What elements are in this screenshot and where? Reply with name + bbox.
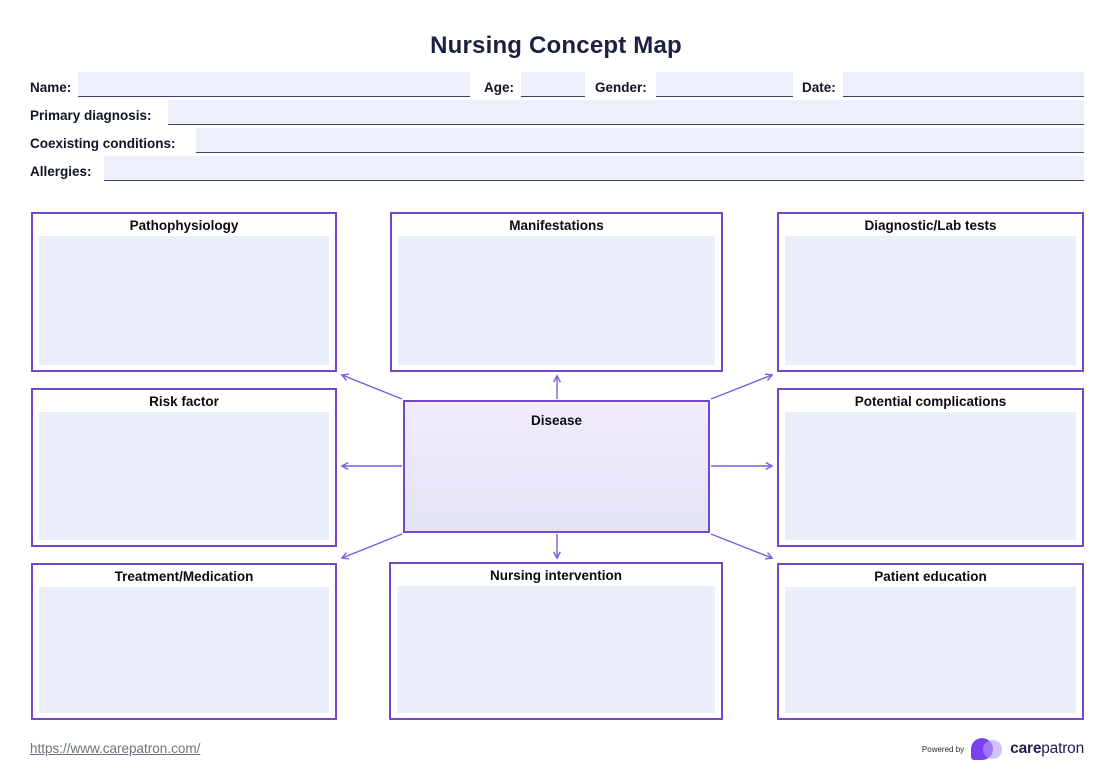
name-label: Name: [30,80,72,95]
node-potential-complications: Potential complications [777,388,1084,547]
node-risk-factor: Risk factor [31,388,337,547]
node-patient-education: Patient education [777,563,1084,720]
arrow-disease-to-pathophysiology [342,375,403,400]
coexisting-conditions-input[interactable] [196,128,1084,153]
allergies-input[interactable] [104,156,1084,181]
allergies-label: Allergies: [30,164,92,179]
gender-input[interactable] [656,72,793,97]
wordmark-patron: patron [1041,740,1084,757]
node-patient-education-title: Patient education [874,569,987,584]
node-risk-factor-title: Risk factor [149,394,219,409]
primary-diagnosis-input[interactable] [168,100,1084,125]
wordmark-care: care [1010,740,1042,757]
node-risk-factor-content[interactable] [39,412,329,540]
powered-by-label: Powered by [921,744,965,754]
node-manifestations-content[interactable] [398,236,715,365]
page-title: Nursing Concept Map [430,32,682,59]
carepatron-link[interactable]: https://www.carepatron.com/ [30,741,201,756]
node-treatment-medication-title: Treatment/Medication [114,569,254,584]
powered-by-carepatron: Powered by carepatron [922,737,1084,761]
node-diagnostic-lab-tests: Diagnostic/Lab tests [777,212,1084,372]
carepatron-logo-icon [971,737,1003,761]
name-input[interactable] [78,72,470,97]
logo-circle-shape [983,740,1003,759]
node-nursing-intervention: Nursing intervention [389,562,723,720]
node-manifestations-title: Manifestations [509,218,604,233]
gender-label: Gender: [595,80,647,95]
age-input[interactable] [521,72,585,97]
node-manifestations: Manifestations [390,212,723,372]
node-nursing-intervention-content[interactable] [397,586,715,713]
node-potential-complications-content[interactable] [785,412,1076,540]
age-label: Age: [484,80,514,95]
arrow-disease-to-treatment-medication [342,533,403,558]
carepatron-wordmark: carepatron [1010,740,1084,758]
node-disease-title: Disease [530,413,583,428]
arrow-disease-to-patient-education [710,533,772,558]
date-input[interactable] [843,72,1084,97]
date-label: Date: [802,80,836,95]
primary-diagnosis-label: Primary diagnosis: [30,108,152,123]
node-disease[interactable]: Disease [403,400,710,533]
coexisting-conditions-label: Coexisting conditions: [30,136,176,151]
node-pathophysiology: Pathophysiology [31,212,337,372]
node-pathophysiology-content[interactable] [39,236,329,365]
node-potential-complications-title: Potential complications [854,394,1007,409]
arrow-disease-to-diagnostic-lab-tests [710,375,772,400]
node-treatment-medication: Treatment/Medication [31,563,337,720]
node-diagnostic-lab-tests-content[interactable] [785,236,1076,365]
node-pathophysiology-title: Pathophysiology [129,218,239,233]
node-nursing-intervention-title: Nursing intervention [489,568,622,583]
node-patient-education-content[interactable] [785,587,1076,713]
node-treatment-medication-content[interactable] [39,587,329,713]
node-diagnostic-lab-tests-title: Diagnostic/Lab tests [864,218,997,233]
